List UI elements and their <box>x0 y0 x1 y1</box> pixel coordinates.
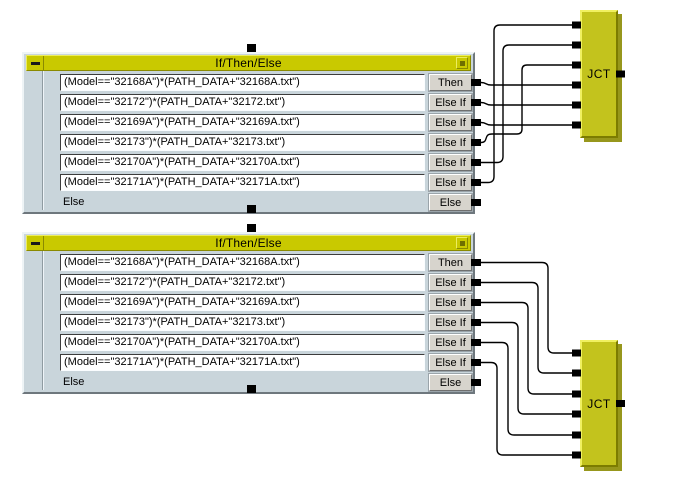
condition-field-5[interactable]: (Model=="32170A")*(PATH_DATA+"32170A.txt… <box>60 334 425 351</box>
then-output-pin[interactable] <box>471 79 481 86</box>
elseif-output-pin-1[interactable] <box>471 99 481 106</box>
minimize-icon <box>30 61 40 65</box>
elseif-output-button-1[interactable]: Else If <box>428 273 473 292</box>
condition-field-6[interactable]: (Model=="32171A")*(PATH_DATA+"32171A.txt… <box>60 174 425 191</box>
condition-field-6[interactable]: (Model=="32171A")*(PATH_DATA+"32171A.txt… <box>60 354 425 371</box>
elseif-output-pin-1[interactable] <box>471 279 481 286</box>
wire-elseif3-to-jct2-in4[interactable] <box>481 321 573 415</box>
elseif-output-pin-4[interactable] <box>471 339 481 346</box>
condition-field-1[interactable]: (Model=="32168A")*(PATH_DATA+"32168A.txt… <box>60 254 425 271</box>
wire-elseif4-to-jct2-in5[interactable] <box>481 341 573 436</box>
wire-elseif1-to-jct1-in5[interactable] <box>480 101 573 106</box>
object-menu-button[interactable] <box>456 57 468 69</box>
jct1-input-pin-3[interactable] <box>572 61 581 69</box>
condition-field-2[interactable]: (Model=="32172")*(PATH_DATA+"32172.txt") <box>60 94 425 111</box>
wire-then-to-jct2-in1[interactable] <box>481 261 573 354</box>
window-title: If/Then/Else <box>215 236 282 250</box>
jct1-output-pin[interactable] <box>616 70 625 78</box>
jct1-input-pin-2[interactable] <box>572 41 581 49</box>
wire-elseif2-to-jct2-in3[interactable] <box>481 301 573 395</box>
minimize-button[interactable] <box>27 56 44 70</box>
wire-elseif5-to-jct2-in6[interactable] <box>481 361 573 456</box>
condition-field-5[interactable]: (Model=="32170A")*(PATH_DATA+"32170A.txt… <box>60 154 425 171</box>
else-output-button[interactable]: Else <box>428 373 473 392</box>
title-bar[interactable]: If/Then/Else <box>26 55 471 71</box>
elseif-output-button-5[interactable]: Else If <box>428 353 473 372</box>
elseif-output-button-4[interactable]: Else If <box>428 153 473 172</box>
elseif-output-pin-4[interactable] <box>471 159 481 166</box>
minimize-button[interactable] <box>27 236 44 250</box>
condition-field-3[interactable]: (Model=="32169A")*(PATH_DATA+"32169A.txt… <box>60 294 425 311</box>
jct1-input-pin-5[interactable] <box>572 101 581 109</box>
object-menu-button[interactable] <box>456 237 468 249</box>
jct2-input-pin-3[interactable] <box>572 390 581 398</box>
jct2-input-pin-4[interactable] <box>572 410 581 418</box>
elseif-output-pin-3[interactable] <box>471 319 481 326</box>
jct2-input-pin-2[interactable] <box>572 369 581 377</box>
pin-strip-divider <box>42 71 44 210</box>
jct2-input-pin-6[interactable] <box>572 451 581 459</box>
wire-elseif1-to-jct2-in2[interactable] <box>481 281 573 374</box>
wire-then-to-jct1-in4[interactable] <box>480 81 573 86</box>
elseif-output-button-2[interactable]: Else If <box>428 113 473 132</box>
block2-sequence-out-pin[interactable] <box>247 385 256 393</box>
elseif-output-pin-5[interactable] <box>471 359 481 366</box>
jct-label: JCT <box>587 67 611 81</box>
elseif-output-button-4[interactable]: Else If <box>428 333 473 352</box>
elseif-output-button-1[interactable]: Else If <box>428 93 473 112</box>
else-output-pin[interactable] <box>471 379 481 386</box>
jct2-input-pin-1[interactable] <box>572 349 581 357</box>
wire-elseif5-to-jct1-in1[interactable] <box>481 24 573 184</box>
wire-elseif3-to-jct1-in3[interactable] <box>480 64 573 144</box>
then-output-button[interactable]: Then <box>428 73 473 92</box>
then-output-pin[interactable] <box>471 259 481 266</box>
block1-sequence-in-pin[interactable] <box>247 44 256 52</box>
pin-strip-divider <box>42 251 44 390</box>
condition-field-4[interactable]: (Model=="32173")*(PATH_DATA+"32173.txt") <box>60 134 425 151</box>
elseif-output-pin-3[interactable] <box>471 139 481 146</box>
elseif-output-button-2[interactable]: Else If <box>428 293 473 312</box>
if-then-else-block-1: If/Then/Else (Model=="32168A")*(PATH_DAT… <box>22 52 475 214</box>
condition-field-3[interactable]: (Model=="32169A")*(PATH_DATA+"32169A.txt… <box>60 114 425 131</box>
block2-sequence-in-pin[interactable] <box>247 224 256 232</box>
object-menu-icon <box>459 60 465 66</box>
elseif-output-button-3[interactable]: Else If <box>428 133 473 152</box>
block1-sequence-out-pin[interactable] <box>247 205 256 213</box>
else-output-pin[interactable] <box>471 199 481 206</box>
condition-field-4[interactable]: (Model=="32173")*(PATH_DATA+"32173.txt") <box>60 314 425 331</box>
window-title: If/Then/Else <box>215 56 282 70</box>
title-bar[interactable]: If/Then/Else <box>26 235 471 251</box>
condition-field-2[interactable]: (Model=="32172")*(PATH_DATA+"32172.txt") <box>60 274 425 291</box>
elseif-output-pin-5[interactable] <box>471 179 481 186</box>
jct-junction-1[interactable]: JCT <box>580 10 618 138</box>
wire-elseif4-to-jct1-in2[interactable] <box>481 44 573 164</box>
jct-label: JCT <box>587 396 611 411</box>
if-then-else-block-2: If/Then/Else (Model=="32168A")*(PATH_DAT… <box>22 232 475 394</box>
jct1-input-pin-4[interactable] <box>572 81 581 89</box>
minimize-icon <box>30 241 40 245</box>
object-menu-icon <box>459 240 465 246</box>
elseif-output-pin-2[interactable] <box>471 299 481 306</box>
elseif-output-button-5[interactable]: Else If <box>428 173 473 192</box>
elseif-output-button-3[interactable]: Else If <box>428 313 473 332</box>
jct2-input-pin-5[interactable] <box>572 431 581 439</box>
jct2-output-pin[interactable] <box>616 400 625 407</box>
condition-field-1[interactable]: (Model=="32168A")*(PATH_DATA+"32168A.txt… <box>60 74 425 91</box>
else-row-label: Else <box>63 376 85 388</box>
elseif-output-pin-2[interactable] <box>471 119 481 126</box>
jct1-input-pin-6[interactable] <box>572 121 581 129</box>
else-row-label: Else <box>63 196 85 208</box>
then-output-button[interactable]: Then <box>428 253 473 272</box>
wire-elseif2-to-jct1-in6[interactable] <box>480 121 573 126</box>
else-output-button[interactable]: Else <box>428 193 473 212</box>
jct1-input-pin-1[interactable] <box>572 21 581 29</box>
